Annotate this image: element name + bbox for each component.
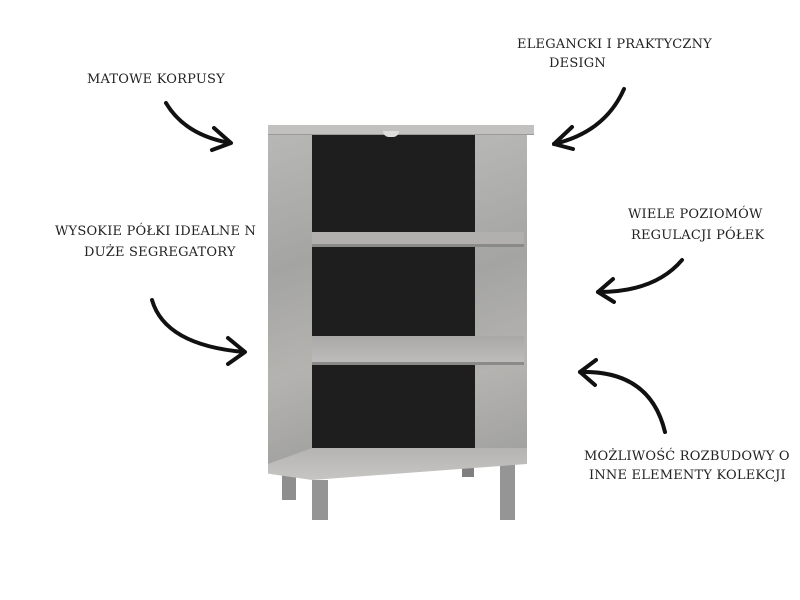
shelf bbox=[312, 232, 524, 247]
label-elegant-1: ELEGANCKI I PRAKTYCZNY bbox=[517, 37, 712, 52]
shelf bbox=[312, 336, 524, 365]
label-levels-1: WIELE POZIOMÓW bbox=[628, 207, 763, 222]
left-side-panel bbox=[268, 132, 312, 472]
cable-hole bbox=[383, 131, 399, 137]
arrow-icon bbox=[164, 101, 233, 152]
label-levels-2: REGULACJI PÓŁEK bbox=[631, 228, 765, 243]
arrow-icon bbox=[578, 358, 667, 434]
arrow-icon bbox=[150, 298, 247, 366]
leg bbox=[282, 474, 296, 500]
label-expand-1: MOŻLIWOŚĆ ROZBUDOWY O bbox=[584, 449, 790, 464]
leg bbox=[500, 462, 515, 520]
label-elegant-2: DESIGN bbox=[549, 56, 606, 71]
top-panel bbox=[268, 125, 534, 135]
arrow-icon bbox=[596, 258, 684, 304]
label-tall-1: WYSOKIE PÓŁKI IDEALNE N bbox=[55, 224, 257, 239]
label-tall-2: DUŻE SEGREGATORY bbox=[84, 245, 236, 260]
label-expand-2: INNE ELEMENTY KOLEKCJI bbox=[589, 468, 786, 483]
leg bbox=[462, 468, 474, 477]
back-panel bbox=[312, 132, 477, 457]
right-side-panel bbox=[475, 132, 527, 462]
label-matte: MATOWE KORPUSY bbox=[87, 72, 225, 87]
arrow-icon bbox=[552, 87, 626, 151]
leg bbox=[312, 480, 328, 520]
